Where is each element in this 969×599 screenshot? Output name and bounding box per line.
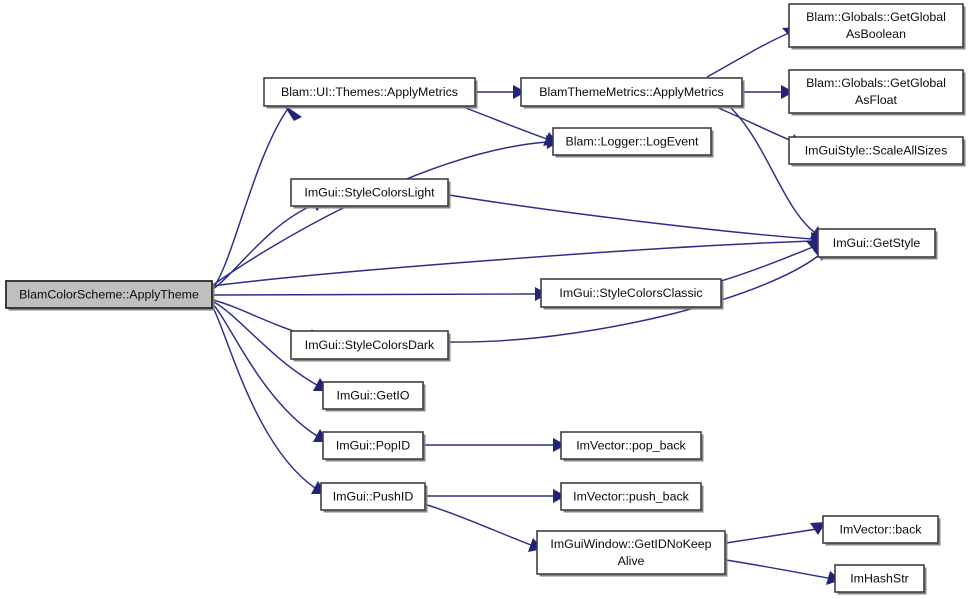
edge-getIDNoKeep-to-hashStr [725,559,841,585]
node-rect[interactable] [520,77,743,107]
node-label: ImGui::StyleColorsDark [305,338,435,352]
node-label-line2: Alive [618,554,645,568]
node-rect[interactable] [834,564,925,593]
node-label: ImVector::pop_back [576,438,686,452]
edge-root-to-getStyle [211,234,825,287]
node-label: Blam::UI::Themes::ApplyMetrics [281,85,458,99]
node-rect[interactable] [822,515,939,544]
node-label: ImGui::StyleColorsClassic [559,286,702,300]
node-rect[interactable] [290,330,449,360]
node-label: ImGui::StyleColorsLight [304,185,435,199]
node-rect[interactable] [788,69,964,114]
edge-root-to-logEvent [212,135,559,286]
node-rect[interactable] [560,482,702,511]
arrowhead-icon [513,85,526,99]
node-label: ImGui::PushID [333,489,414,503]
graph-node-vectorBack[interactable]: ImVector::back [822,515,941,546]
node-label: BlamThemeMetrics::ApplyMetrics [539,85,724,99]
node-rect[interactable] [788,136,964,165]
node-rect[interactable] [536,530,726,575]
arrowhead-icon [553,438,566,452]
node-rect[interactable] [263,77,476,107]
graph-node-hashStr[interactable]: ImHashStr [834,564,927,595]
graph-node-pushID[interactable]: ImGui::PushID [320,482,428,513]
edge-root-to-stylesClassic [212,287,548,301]
node-label: ImVector::push_back [573,489,690,503]
node-rect[interactable] [540,278,722,308]
graph-node-root[interactable]: BlamColorScheme::ApplyTheme [5,280,215,311]
edge-pushID-to-getIDNoKeep [423,503,543,552]
node-rect[interactable] [788,3,964,48]
edge-popID-to-popBack [424,438,566,452]
graph-node-stylesClassic[interactable]: ImGui::StyleColorsClassic [540,278,724,310]
node-label-line2: AsBoolean [846,27,906,41]
graph-node-pushBack[interactable]: ImVector::push_back [560,482,704,513]
edge-stylesLight-to-getStyle [448,194,825,246]
graph-node-themeMetrics[interactable]: BlamThemeMetrics::ApplyMetrics [520,77,745,109]
edge-stylesClassic-to-getStyle [720,241,822,282]
arrowhead-icon [826,571,841,585]
node-label-line1: ImGuiWindow::GetIDNoKeep [550,537,711,551]
node-label: ImVector::back [840,522,923,536]
graph-node-stylesDark[interactable]: ImGui::StyleColorsDark [290,330,451,362]
graph-node-stylesLight[interactable]: ImGui::StyleColorsLight [290,178,451,209]
node-label: ImGui::GetIO [337,388,410,402]
node-rect[interactable] [320,482,426,511]
edge-applymetrics_ui-to-themeMetrics [476,85,526,99]
graph-node-logEvent[interactable]: Blam::Logger::LogEvent [552,127,714,158]
edge-root-to-applymetrics_ui [212,104,302,289]
arrowhead-icon [781,85,794,99]
edge-getIDNoKeep-to-vectorBack [725,522,826,544]
node-label: ImGui::PopID [336,438,410,452]
node-label: ImGuiStyle::ScaleAllSizes [805,143,948,157]
edge-pushID-to-pushBack [426,489,566,503]
node-label: ImGui::GetStyle [833,236,921,250]
node-rect[interactable] [322,431,424,460]
node-rect[interactable] [322,381,424,410]
graph-node-applymetrics_ui[interactable]: Blam::UI::Themes::ApplyMetrics [263,77,478,109]
graph-node-popID[interactable]: ImGui::PopID [322,431,426,462]
edge-themeMetrics-to-getGlobalFloat [743,85,794,99]
node-label: BlamColorScheme::ApplyTheme [19,287,199,301]
edge-root-to-popID [211,302,328,442]
graph-node-scaleAllSizes[interactable]: ImGuiStyle::ScaleAllSizes [788,136,966,167]
node-rect[interactable] [817,228,936,258]
edges-layer [210,27,841,585]
node-rect[interactable] [560,431,702,460]
arrowhead-icon [810,522,826,535]
node-label-line2: AsFloat [855,93,898,107]
arrowhead-icon [553,489,566,503]
graph-node-getStyle[interactable]: ImGui::GetStyle [817,228,938,260]
node-label-line1: Blam::Globals::GetGlobal [806,76,946,90]
node-label: Blam::Logger::LogEvent [566,134,699,148]
node-rect[interactable] [552,127,712,156]
graph-node-popBack[interactable]: ImVector::pop_back [560,431,704,462]
edge-themeMetrics-to-getGlobalBool [706,27,798,78]
node-rect[interactable] [290,178,449,207]
node-label-line1: Blam::Globals::GetGlobal [806,10,946,24]
node-label: ImHashStr [850,571,909,585]
node-rect[interactable] [5,280,213,309]
edge-applymetrics_ui-to-logEvent [462,106,558,146]
graph-node-getIO[interactable]: ImGui::GetIO [322,381,426,412]
nodes-layer: BlamColorScheme::ApplyTheme Blam::UI::The… [5,3,966,595]
edge-themeMetrics-to-getStyle [729,106,824,240]
